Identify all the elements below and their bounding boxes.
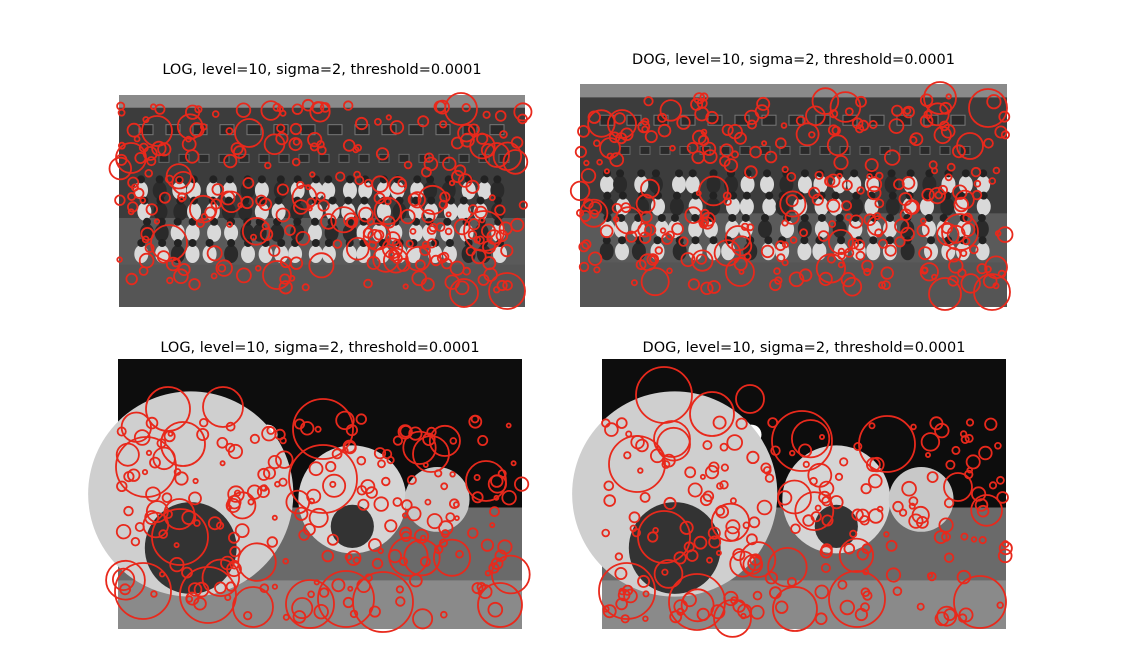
panel-title-dog-bottom: DOG, level=10, sigma=2, threshold=0.0001	[642, 340, 966, 356]
panel-title-dog-top: DOG, level=10, sigma=2, threshold=0.0001	[632, 52, 955, 68]
team-photo-dog-svg	[569, 81, 1014, 311]
panel-image-dog-team	[569, 81, 1014, 311]
panel-image-dog-balls	[572, 359, 1013, 638]
panel-image-log-team	[108, 92, 533, 310]
balls-photo-dog-svg	[572, 359, 1013, 638]
panel-image-log-balls	[88, 359, 531, 633]
panel-title-log-top: LOG, level=10, sigma=2, threshold=0.0001	[162, 62, 482, 78]
balls-photo-log-svg	[88, 359, 531, 633]
team-photo-log-svg	[108, 92, 533, 310]
panel-title-log-bottom: LOG, level=10, sigma=2, threshold=0.0001	[160, 340, 480, 356]
